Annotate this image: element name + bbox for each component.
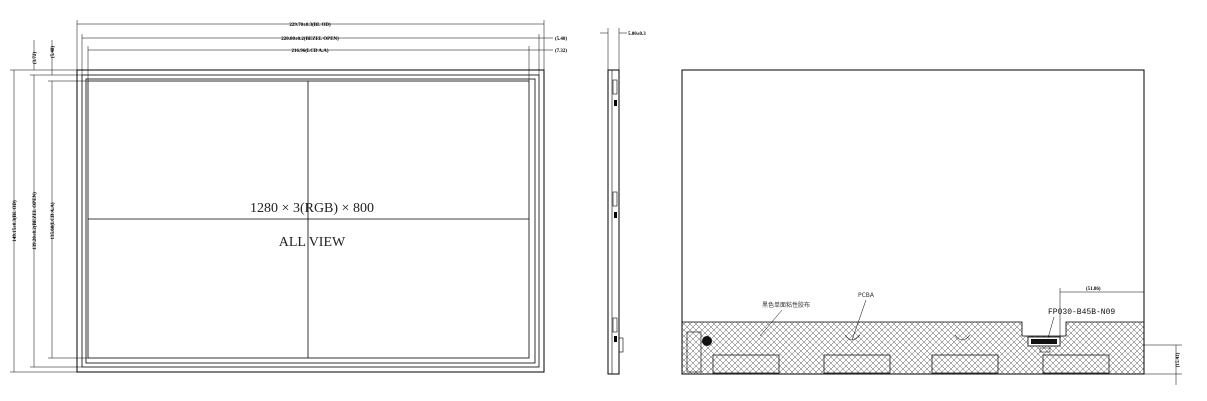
bezel-opening bbox=[81, 74, 540, 368]
resolution-label: 1280 × 3(RGB) × 800 bbox=[250, 201, 374, 216]
pcb-tape-area bbox=[681, 321, 1145, 375]
pcb-component-2 bbox=[823, 354, 891, 374]
dim-right-lcd-offset: (7.32) bbox=[555, 49, 567, 54]
pcb-component-4 bbox=[1042, 354, 1110, 374]
pcba-label: PCBA bbox=[858, 292, 875, 299]
pcb-mounting-dot bbox=[702, 336, 712, 346]
dim-outline-height: 149.15±0.3(BL OD) bbox=[13, 200, 18, 242]
view-label: ALL VIEW bbox=[279, 235, 346, 250]
side-body bbox=[607, 69, 620, 375]
tape-label: 黑色单面粘性胶布 bbox=[762, 301, 810, 309]
dim-connector-offset: (51.86) bbox=[1086, 287, 1101, 292]
pcb-component-3 bbox=[931, 354, 999, 374]
dim-thickness: 5.00±0.3 bbox=[628, 32, 646, 37]
pcb-component-1 bbox=[712, 354, 780, 374]
front-view: 1280 × 3(RGB) × 800 ALL VIEW 229.70±0.3(… bbox=[10, 20, 567, 373]
dim-top-offset-1: (3.72) bbox=[33, 52, 38, 64]
backlight-outline bbox=[76, 69, 545, 373]
dim-lcd-width: 216.96(LCD A.A) bbox=[291, 49, 328, 54]
top-dimensions bbox=[76, 20, 553, 81]
dim-right-bezel-offset: (5.40) bbox=[555, 37, 567, 42]
side-view: 5.00±0.3 bbox=[600, 28, 646, 375]
dim-pcb-height: (15.41) bbox=[1176, 352, 1181, 367]
left-dimensions bbox=[10, 40, 88, 373]
back-view: 黑色单面粘性胶布 PCBA FP030-B45B-N09 (51.86) (15… bbox=[681, 69, 1182, 385]
dim-bezel-height: 139.20±0.2(BEZEL OPEN) bbox=[33, 192, 38, 250]
side-connector bbox=[618, 337, 624, 353]
dim-top-offset-2: (5.48) bbox=[51, 46, 56, 58]
connector-label: FP030-B45B-N09 bbox=[1048, 308, 1115, 317]
dim-outline-width: 229.70±0.3(BL OD) bbox=[289, 23, 331, 28]
inner-frame bbox=[85, 78, 536, 364]
lcd-active-area bbox=[87, 80, 530, 359]
dim-bezel-width: 220.80±0.2(BEZEL OPEN) bbox=[281, 37, 339, 42]
dim-lcd-height: 135.60(LCD A.A) bbox=[51, 202, 56, 239]
